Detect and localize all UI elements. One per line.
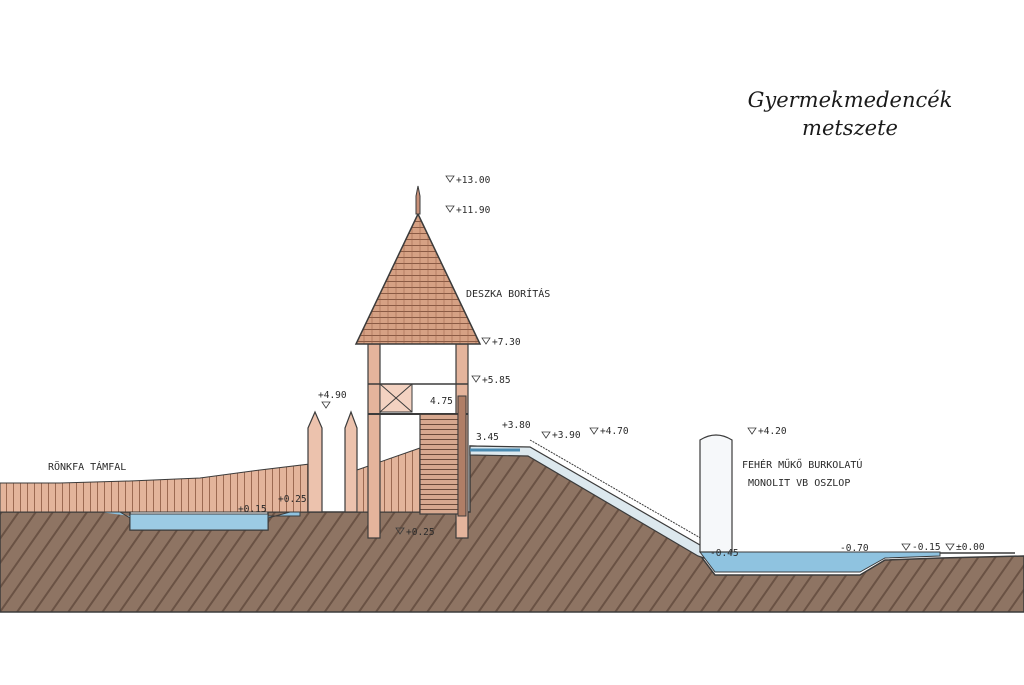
roof-finial (415, 185, 421, 215)
elevation-lower-pool: -0.45 (710, 548, 739, 559)
elevation-left-pool-a: +0.15 (238, 504, 267, 515)
elevation-column-top: +4.20 (758, 426, 787, 437)
elevation-left-pool-b: +0.25 (278, 494, 307, 505)
elevation-stair-mark: 4.75 (430, 396, 453, 407)
elevation-roof-upper: +11.90 (456, 205, 491, 216)
elevation-slide-top-a: +3.80 (502, 420, 531, 431)
elevation-slide-start: 3.45 (476, 432, 499, 443)
tower-roof (354, 212, 482, 345)
right-pool-water (699, 551, 941, 573)
drawing-title: Gyermekmedencék metszete (700, 86, 1000, 142)
title-line-2: metszete (802, 116, 898, 140)
palisade-post-2 (344, 410, 358, 513)
elevation-right-pool: -0.70 (840, 543, 869, 554)
tower-post-left (367, 343, 381, 539)
label-column-line-1: FEHÉR MŰKŐ BURKOLATÚ (742, 457, 862, 471)
tower-side-wall (356, 447, 421, 513)
elevation-tower-top: +13.00 (456, 175, 491, 186)
elevation-tower-base: +0.25 (406, 527, 435, 538)
elevation-palisade-top: +4.90 (318, 390, 347, 401)
tower-staircase (419, 413, 459, 515)
white-concrete-column (699, 434, 733, 553)
label-retaining-wall: RÖNKFA TÁMFAL (48, 460, 126, 473)
log-retaining-wall (0, 463, 311, 513)
palisade-post-1 (307, 410, 323, 513)
elevation-right-edge-a: -0.15 (912, 542, 941, 553)
left-pool-basin (129, 513, 269, 531)
label-column-line-2: MONOLIT VB OSZLOP (748, 478, 850, 489)
elevation-slide-top-c: +4.70 (600, 426, 629, 437)
elevation-tower-eave: +7.30 (492, 337, 521, 348)
title-line-1: Gyermekmedencék (747, 88, 953, 112)
elevation-slide-top-b: +3.90 (552, 430, 581, 441)
label-tower-cladding: DESZKA BORÍTÁS (466, 287, 550, 300)
elevation-right-edge-b: ±0.00 (956, 542, 985, 553)
elevation-tower-platform: +5.85 (482, 375, 511, 386)
